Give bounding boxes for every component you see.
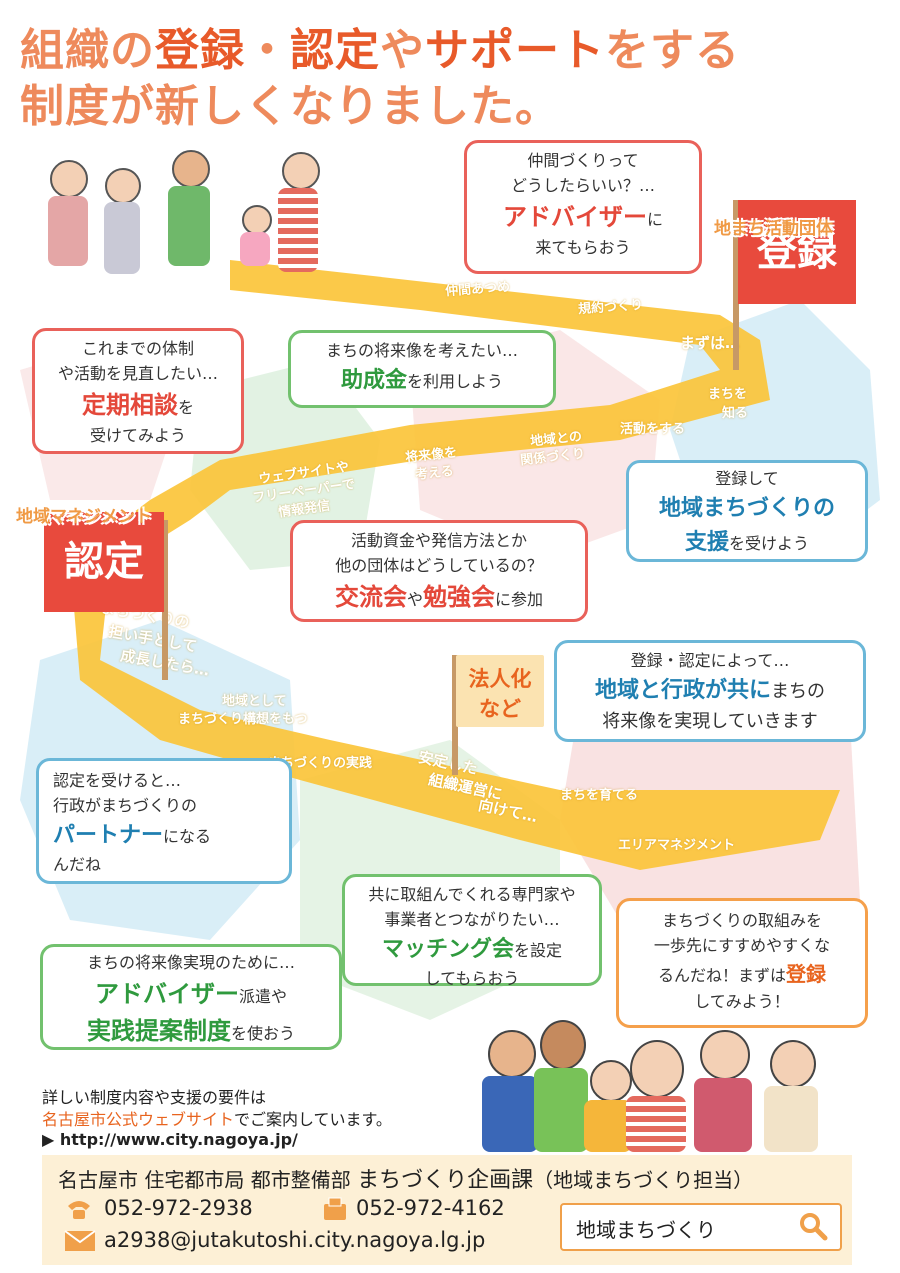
flag-pole-register [733, 200, 739, 370]
flag-register-caption: 地まち活動団体 [714, 219, 833, 239]
fax-icon [322, 1196, 348, 1222]
road-label-4: 知る [722, 406, 749, 421]
search-icon[interactable] [798, 1211, 828, 1241]
phone-number: 052-972-2938 [104, 1196, 253, 1220]
road-path [70, 260, 840, 870]
road-label-23: エリアマネジメント [618, 838, 736, 853]
email-address: a2938@jutakutoshi.city.nagoya.lg.jp [104, 1228, 486, 1252]
person-head [105, 168, 141, 204]
website-link-text[interactable]: 名古屋市公式ウェブサイト [42, 1110, 235, 1129]
person-head [590, 1060, 632, 1102]
person-head [488, 1030, 536, 1078]
person-body [534, 1068, 588, 1152]
person-head [50, 160, 88, 198]
person-head [630, 1040, 684, 1098]
road-shape [70, 260, 840, 870]
person-head [540, 1020, 586, 1070]
person-head [242, 205, 272, 235]
flag-certify-caption: 地域マネジメント [16, 507, 152, 527]
page-title-line2: 制度が新しくなりました。 [20, 81, 560, 132]
person-body [764, 1086, 818, 1152]
bubble-exchange: 活動資金や発信方法とか 他の団体はどうしているの？ 交流会や勉強会に参加 [290, 520, 588, 622]
bubble-dispatch: まちの将来像実現のために… アドバイザー派遣や 実践提案制度を使おう [40, 944, 342, 1050]
road-label-3: まちを [708, 387, 748, 402]
bubble-partner: 認定を受けると… 行政がまちづくりの パートナーになる んだね [36, 758, 292, 884]
info-line-1: 詳しい制度内容や支援の要件は [42, 1088, 267, 1107]
road-label-22: まちを育てる [560, 788, 639, 803]
person-head [172, 150, 210, 188]
flag-pole-certify [162, 520, 168, 680]
fax-number: 052-972-4162 [356, 1196, 505, 1220]
road-label-17: まちづくり構想をもつ [178, 712, 308, 727]
play-arrow-icon: ▶ [42, 1130, 55, 1149]
road-label-9: 考える [414, 464, 455, 483]
person-body [168, 186, 210, 266]
person-body [694, 1078, 752, 1152]
person-head [770, 1040, 816, 1088]
phone-icon [64, 1198, 94, 1222]
bubble-support: 登録して 地域まちづくりの 支援を受けよう [626, 460, 868, 562]
url-row: ▶ http://www.city.nagoya.jp/ [42, 1130, 298, 1149]
road-label-2: まずは… [680, 334, 741, 352]
person-head [282, 152, 320, 190]
person-body [482, 1076, 538, 1152]
footer-dept: 名古屋市 住宅都市局 都市整備部 まちづくり企画課（地域まちづくり担当） [58, 1168, 754, 1193]
flag-certify: 認定 [44, 512, 164, 612]
bubble-advisor: 仲間づくりって どうしたらいい？… アドバイザーに 来てもらおう [464, 140, 702, 274]
bubble-grant: まちの将来像を考えたい… 助成金を利用しよう [288, 330, 556, 408]
person-body [584, 1100, 632, 1152]
url-link[interactable]: http://www.city.nagoya.jp/ [59, 1130, 298, 1149]
bubble-gov: 登録・認定によって… 地域と行政が共にまちの 将来像を実現していきます [554, 640, 866, 742]
search-box[interactable]: 地域まちづくり [560, 1203, 842, 1251]
page-title-line1: 組織の登録・認定やサポートをする [20, 25, 740, 76]
bubble-register: まちづくりの取組みを 一歩先にすすめやすくな るんだね！まずは登録 してみよう！ [616, 898, 868, 1028]
road-label-16: 地域として [222, 694, 287, 709]
road-label-18: まちづくりの実践 [268, 756, 373, 771]
person-body [278, 188, 318, 272]
search-text: 地域まちづくり [576, 1218, 716, 1242]
flag-pole-corp [452, 655, 458, 775]
person-body [626, 1096, 686, 1152]
person-body [240, 232, 270, 266]
person-head [700, 1030, 750, 1080]
flag-register: 登録 [738, 200, 856, 304]
info-line-2: 名古屋市公式ウェブサイトでご案内しています。 [42, 1110, 392, 1129]
person-body [104, 202, 140, 274]
road-label-5: 活動をする [620, 422, 686, 437]
mail-icon [64, 1230, 96, 1252]
person-body [48, 196, 88, 266]
bubble-consult: これまでの体制 や活動を見直したい… 定期相談を 受けてみよう [32, 328, 244, 454]
bubble-matching: 共に取組んでくれる専門家や 事業者とつながりたい… マッチング会を設定 してもら… [342, 874, 602, 988]
flag-corp: 法人化 など [456, 655, 544, 727]
